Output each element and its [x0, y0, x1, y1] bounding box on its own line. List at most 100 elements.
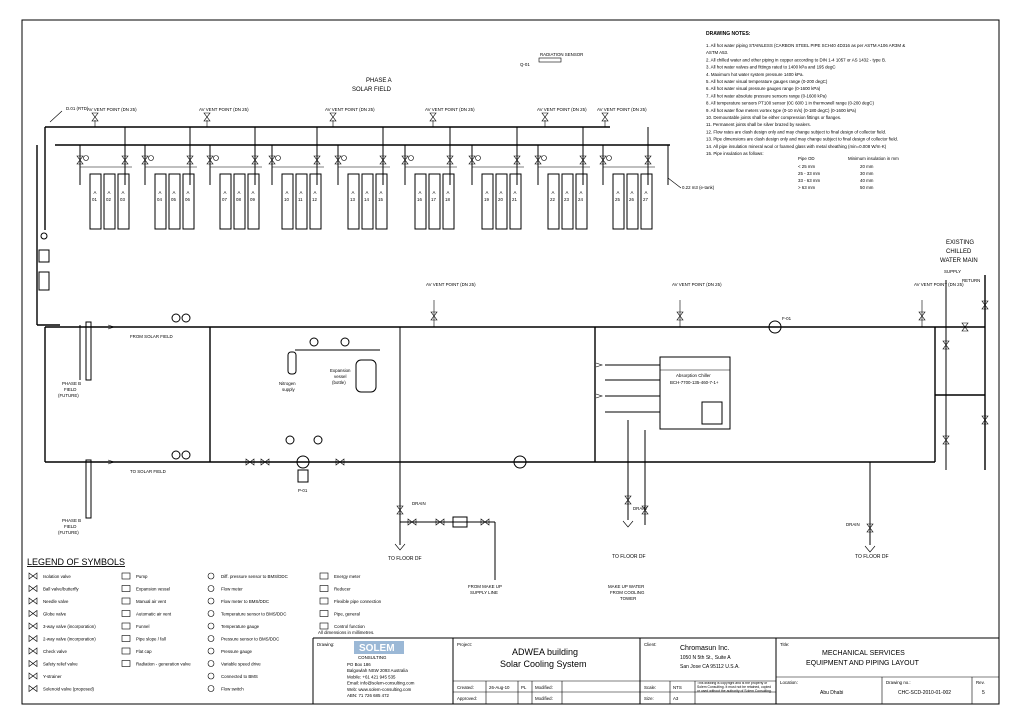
valve-icon: [28, 572, 38, 580]
loop-valves: [107, 300, 989, 553]
flow-meter-icon: [513, 455, 527, 469]
phase-b-header-1: [85, 321, 92, 381]
temperature-sensor-icon: [341, 155, 347, 161]
project-label: Project:: [457, 642, 472, 647]
drawing-no-label: Drawing no.:: [886, 680, 911, 685]
solem-logo: [354, 641, 404, 654]
funnel-icon: [394, 543, 406, 551]
flow-arrow: [107, 459, 115, 465]
makeup-supply-2: SUPPLY LINE: [470, 590, 498, 595]
expansion-label-3: (bottle): [332, 380, 346, 385]
valve-icon: [379, 155, 387, 165]
valve-icon: [334, 155, 342, 165]
legend-label: Reducer: [334, 587, 351, 592]
drawing-label: Drawing:: [317, 642, 334, 647]
valve-icon: [260, 458, 270, 466]
solar-field: PHASE A SOLAR FIELD RADIATION SENSOR Q-0…: [36, 52, 964, 327]
insulation-header: Minimum insulation in mm: [848, 156, 899, 161]
valve-icon: [961, 322, 969, 332]
valve-icon: [28, 597, 38, 605]
vent-label: AV VENT POINT (DN 25): [325, 107, 375, 112]
collector-number: 24: [578, 197, 583, 202]
legend-label: Automatic air vent: [136, 612, 172, 617]
pressure-gauge-icon: [313, 435, 323, 445]
note-line: 9. All hot water flow meters vortex type…: [706, 108, 857, 113]
valve-icon: [28, 659, 38, 668]
legend-instrument-symbol: [207, 622, 215, 630]
valve-icon: [28, 672, 38, 680]
valve-icon: [601, 112, 609, 122]
temperature-sensor-icon: [213, 155, 219, 161]
valve-icon: [28, 622, 38, 630]
legend-equipment-symbol: [121, 610, 131, 617]
note-line: 4. Maximum hot water system pressure 140…: [706, 72, 804, 77]
legend-general-symbol: [319, 572, 329, 580]
collector-number: 02: [106, 197, 111, 202]
title-line2: EQUIPMENT AND PIPING LAYOUT: [806, 660, 920, 667]
insulation-header: Pipe OD: [798, 156, 815, 161]
modified-label-1: Modified:: [535, 685, 553, 690]
note-line: 6. All hot water visual pressure gauges …: [706, 86, 821, 91]
insulation-thickness: 40 mm: [860, 178, 874, 183]
makeup-supply-1: FROM MAKE UP: [468, 584, 502, 589]
valve-icon: [641, 505, 649, 515]
flow-arrow: [595, 362, 603, 368]
solar-field-title-2: SOLAR FIELD: [352, 87, 392, 93]
pump-tag: P-01: [298, 488, 308, 493]
flow-arrow: [595, 393, 603, 399]
collector-prefix: A: [447, 190, 450, 195]
drawing-border: [21, 19, 1000, 705]
legend-label: Expansion vessel: [136, 587, 170, 592]
temperature-sensor-icon: [475, 155, 481, 161]
valve-icon: [335, 458, 345, 466]
collector-module: [103, 173, 116, 230]
legend-instrument-symbol: [207, 597, 215, 605]
legend-label: Control function: [334, 624, 365, 629]
collector-number: 16: [417, 197, 422, 202]
legend-general-symbol: [319, 610, 329, 617]
sensor-left-label: D.01 (RTD): [66, 106, 89, 111]
from-solar-field-label: FROM SOLAR FIELD: [130, 334, 173, 339]
chiller-panel-icon: [701, 401, 723, 425]
collector-number: 23: [564, 197, 569, 202]
collector-number: 11: [298, 197, 303, 202]
legend-label: Funnel: [136, 624, 149, 629]
expansion-label: 0.22 m3 (e-tank): [682, 185, 715, 190]
insulation-od: 33 - 63 mm: [798, 178, 821, 183]
created-by: PL: [521, 685, 527, 690]
absorption-chiller: [659, 356, 731, 430]
field-vents: AV VENT POINT (DN 25)AV VENT POINT (DN 2…: [87, 107, 964, 327]
expansion-label-1: Expansion: [330, 368, 351, 373]
approved-label: Approved:: [457, 696, 477, 701]
floor-drain-3: TO FLOOR DF: [855, 554, 889, 560]
legend-label: Flow switch: [221, 687, 244, 692]
pump-icon: [296, 455, 310, 469]
created-label: Created:: [457, 685, 474, 690]
company-line: Email: info@solem-consulting.com: [347, 681, 415, 686]
collector-module: [375, 173, 388, 230]
vsd-icon: [297, 469, 309, 483]
note-line: 3. All hot water valves and fittings rat…: [706, 65, 836, 70]
location-label: Location:: [780, 680, 798, 685]
note-line: 5. All hot water visual temperature gaug…: [706, 79, 828, 84]
legend-label: Flow meter: [221, 587, 243, 592]
scale-label: Scale:: [644, 685, 656, 690]
collector-prefix: A: [552, 190, 555, 195]
legend-equipment-symbol: [121, 622, 131, 630]
collector-number: 18: [445, 197, 450, 202]
collector-prefix: A: [514, 190, 517, 195]
pressure-gauge-icon: [340, 337, 350, 347]
valve-icon: [28, 684, 38, 693]
drain-label-1: DRAIN: [412, 501, 426, 506]
legend-label: Manual air vent: [136, 599, 167, 604]
valve-icon: [468, 155, 476, 165]
legend-equipment-symbol: [121, 635, 131, 642]
legend-label: Ball valve/butterfly: [43, 587, 79, 592]
collector-prefix: A: [366, 190, 369, 195]
valve-icon: [206, 155, 214, 165]
collector-module: [640, 173, 653, 230]
legend-label: Pipe slope / fall: [136, 637, 166, 642]
